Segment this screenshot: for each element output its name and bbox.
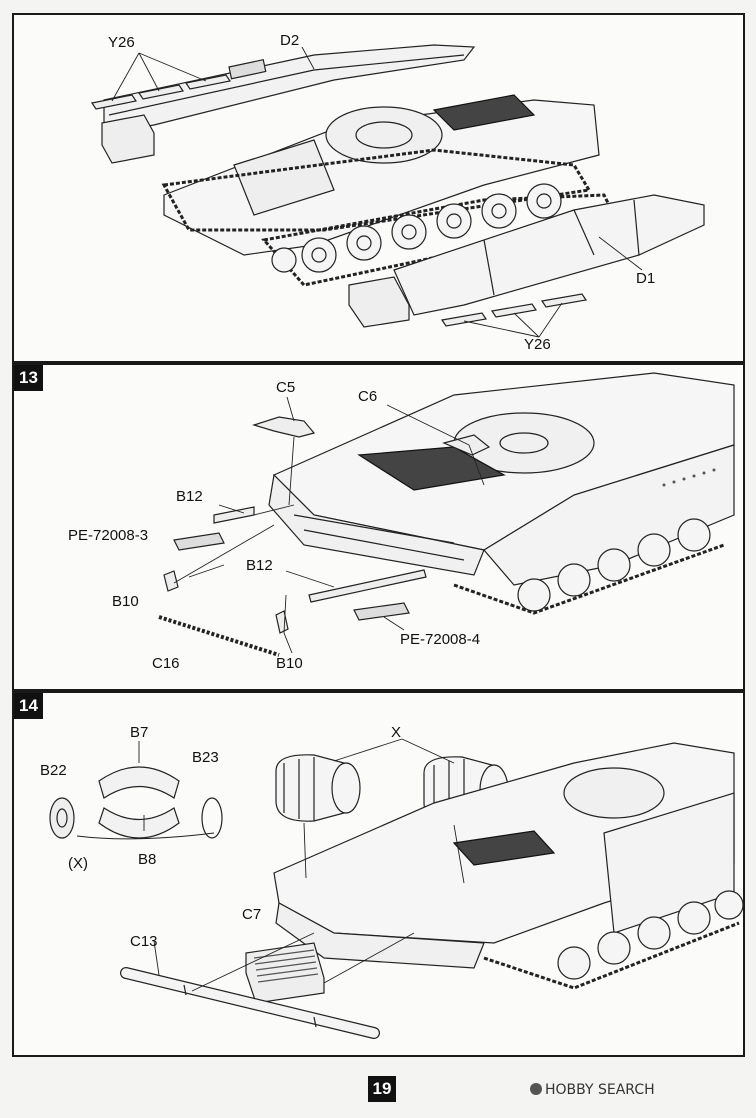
label-y26-bottom: Y26 [524,336,551,353]
label-b12-mid: B12 [246,557,273,574]
label-d1: D1 [636,270,656,287]
label-c6: C6 [358,388,378,405]
step-number: 13 [14,365,43,391]
label-y26-top: Y26 [108,34,135,51]
label-b10-left: B10 [112,593,139,610]
label-x-note: (X) [68,855,88,872]
step-number: 14 [14,693,43,719]
label-b8: B8 [138,851,157,868]
label-c7: C7 [242,906,262,923]
label-d2: D2 [280,32,300,49]
label-b22: B22 [40,762,67,779]
label-c13: C13 [130,933,158,950]
label-b7: B7 [130,724,149,741]
label-x: X [391,724,402,741]
label-c5: C5 [276,379,296,396]
step-12-drawing [91,44,705,338]
label-pe-72008-3: PE-72008-3 [68,527,149,544]
step-12-panel: Y26 D2 D1 Y26 [12,13,745,363]
label-b10-right: B10 [276,655,303,672]
label-c16: C16 [152,655,180,672]
step-13-drawing [158,372,735,657]
watermark: HOBBY SEARCH [530,1082,655,1098]
label-pe-72008-4: PE-72008-4 [400,631,481,648]
hobbysearch-logo-icon [530,1083,542,1095]
step-14-drawing [49,738,744,1039]
label-b23: B23 [192,749,219,766]
step-13-panel: 13 [12,363,745,691]
page-number: 19 [368,1076,396,1102]
step-14-panel: 14 [12,691,745,1057]
label-b12-top: B12 [176,488,203,505]
